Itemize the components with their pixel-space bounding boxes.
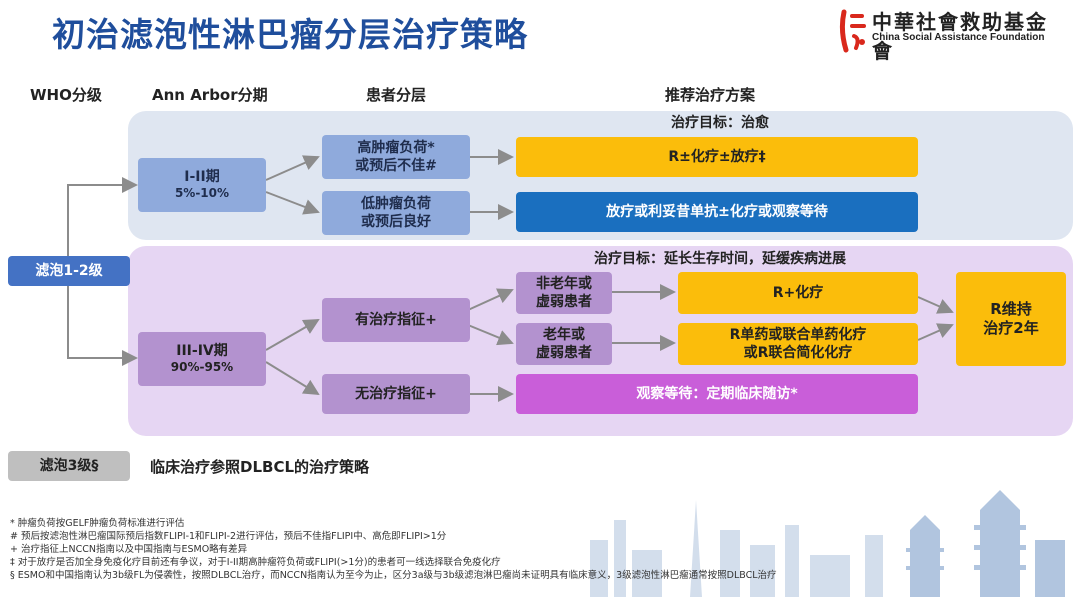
not-indicated-box: 无治疗指征+ xyxy=(322,374,470,414)
logo-name-cn: 中華社會救助基金會 xyxy=(872,10,1048,63)
rx-low-burden-box: 放疗或利妥昔单抗±化疗或观察等待 xyxy=(516,192,918,232)
indicated-box: 有治疗指征+ xyxy=(322,298,470,342)
young-patient-box: 非老年或 虚弱患者 xyxy=(516,272,612,314)
stage-i-ii-pct: 5%-10% xyxy=(174,186,230,201)
foundation-emblem-icon xyxy=(839,9,866,53)
low-burden-box: 低肿瘤负荷 或预后良好 xyxy=(322,191,470,235)
rx-high-burden-box: R±化疗±放疗‡ xyxy=(516,137,918,177)
city-skyline-illustration xyxy=(590,490,1065,597)
maintenance-box: R维持 治疗2年 xyxy=(956,272,1066,366)
header-ann-arbor: Ann Arbor分期 xyxy=(152,86,268,104)
logo-name-en: China Social Assistance Foundation xyxy=(872,32,1045,43)
footnote-5: § ESMO和中国指南认为3b级FL为侵袭性，按照DLBCL治疗，而NCCN指南… xyxy=(10,570,777,581)
header-patient: 患者分层 xyxy=(366,86,427,104)
high-burden-box: 高肿瘤负荷* 或预后不佳# xyxy=(322,135,470,179)
foundation-logo: 中華社會救助基金會 China Social Assistance Founda… xyxy=(838,6,1053,63)
footnote-2: # 预后按滤泡性淋巴瘤国际预后指数FLIPI-1和FLIPI-2进行评估，预后不… xyxy=(10,531,447,542)
grade-3-text: 临床治疗参照DLBCL的治疗策略 xyxy=(150,458,370,476)
footnote-3: + 治疗指征上NCCN指南以及中国指南与ESMO略有差异 xyxy=(10,544,248,555)
footnote-1: * 肿瘤负荷按GELF肿瘤负荷标准进行评估 xyxy=(10,518,185,529)
rx-elderly-box: R单药或联合单药化疗 或R联合简化化疗 xyxy=(678,323,918,365)
goal-cure: 治疗目标：治愈 xyxy=(671,115,769,131)
elderly-patient-box: 老年或 虚弱患者 xyxy=(516,323,612,365)
rx-young-box: R+化疗 xyxy=(678,272,918,314)
stage-iii-iv-label: III-IV期 xyxy=(176,343,228,360)
stage-iii-iv-box: III-IV期 90%-95% xyxy=(138,332,266,386)
watch-wait-box: 观察等待：定期临床随访* xyxy=(516,374,918,414)
footnote-4: ‡ 对于放疗是否加全身免疫化疗目前还有争议，对于I-II期高肿瘤符负荷或FLIP… xyxy=(10,557,501,568)
stage-i-ii-label: I-II期 xyxy=(184,169,220,186)
goal-prolong: 治疗目标：延长生存时间，延缓疾病进展 xyxy=(594,251,846,267)
header-treatment: 推荐治疗方案 xyxy=(665,86,756,104)
grade-1-2-box: 滤泡1-2级 xyxy=(8,256,130,286)
stage-iii-iv-pct: 90%-95% xyxy=(170,360,234,375)
stage-i-ii-box: I-II期 5%-10% xyxy=(138,158,266,212)
grade-3-box: 滤泡3级§ xyxy=(8,451,130,481)
page-title: 初治滤泡性淋巴瘤分层治疗策略 xyxy=(52,15,528,54)
header-who: WHO分级 xyxy=(30,86,102,104)
